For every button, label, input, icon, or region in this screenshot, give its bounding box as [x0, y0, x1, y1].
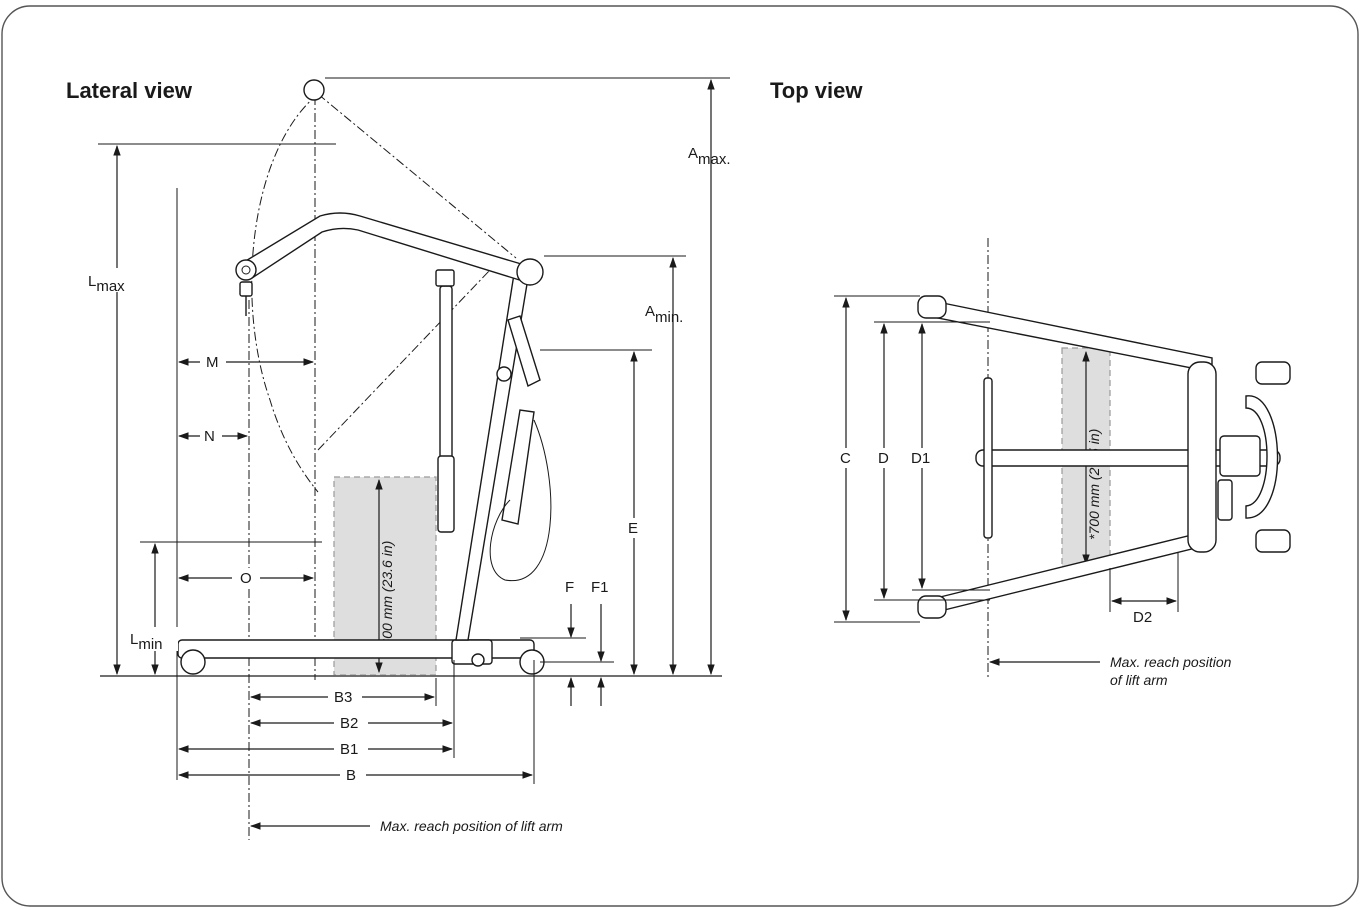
reach-note-top-line1: Max. reach position: [1110, 654, 1232, 670]
middle-wheel: [471, 653, 485, 667]
b3-label: B3: [334, 689, 352, 706]
rear-wheel: [180, 649, 206, 675]
f1-label: F1: [591, 579, 609, 596]
boom-pivot: [516, 258, 544, 286]
top-view: *700 mm (27.5 in) C D D1: [834, 238, 1291, 688]
c-label: C: [840, 450, 851, 467]
l-max-label: Lmax: [88, 273, 125, 295]
top-leg-upper-caster: [917, 295, 947, 319]
reach-arc: [251, 93, 319, 493]
hook-swivel: [239, 281, 253, 297]
top-spreader-bar: [983, 377, 993, 539]
lateral-view-title: Lateral view: [66, 78, 193, 103]
boom-top-pivot: [303, 79, 325, 101]
a-min-label: Amin.: [645, 303, 683, 326]
actuator-mount: [435, 269, 455, 287]
d-label: D: [878, 450, 889, 467]
clearance-label-top: *700 mm (27.5 in): [1086, 429, 1102, 540]
arm-min-line: [317, 269, 491, 451]
control-cable: [489, 419, 552, 582]
m-label: M: [206, 354, 219, 371]
reach-note-top-line2: of lift arm: [1110, 672, 1168, 688]
top-leg-lower-caster: [917, 595, 947, 619]
top-actuator: [1217, 479, 1233, 521]
hook-pivot: [235, 259, 257, 281]
a-max-label: Amax.: [688, 145, 731, 168]
lateral-view: *600 mm (23.6 in) Amax. Amin.: [84, 77, 731, 840]
top-motor: [1219, 435, 1261, 477]
motor-unit: [501, 409, 535, 525]
outer-frame: [1, 5, 1359, 907]
d2-label: D2: [1133, 609, 1152, 626]
b2-label: B2: [340, 715, 358, 732]
n-label: N: [204, 428, 215, 445]
e-label: E: [628, 520, 638, 537]
b-label: B: [346, 767, 356, 784]
o-label: O: [240, 570, 252, 587]
b1-label: B1: [340, 741, 358, 758]
arm-max-line: [317, 93, 517, 259]
handle-bracket: [507, 315, 541, 387]
top-caster-right-upper: [1255, 361, 1291, 385]
f-label: F: [565, 579, 574, 596]
actuator-body: [437, 455, 455, 533]
l-min-label: Lmin: [130, 631, 163, 653]
top-view-title: Top view: [770, 78, 863, 103]
top-caster-right-lower: [1255, 529, 1291, 553]
clearance-label-lateral: *600 mm (23.6 in): [379, 541, 395, 652]
boom-arm: [243, 212, 529, 283]
d1-label: D1: [911, 450, 930, 467]
handle-pivot: [496, 366, 512, 382]
reach-note-lateral: Max. reach position of lift arm: [380, 818, 563, 834]
top-handle: [1245, 395, 1279, 519]
top-mast-body: [1187, 361, 1217, 553]
